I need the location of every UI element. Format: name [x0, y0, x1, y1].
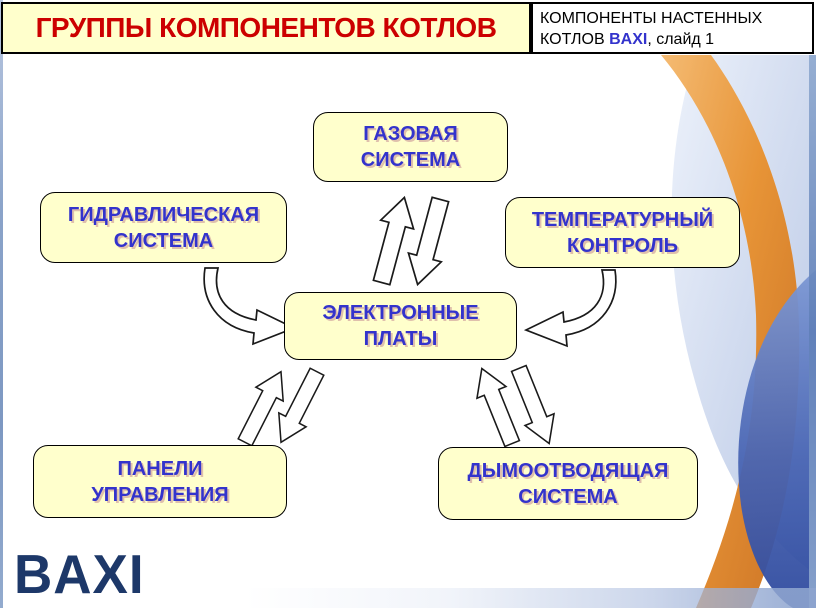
node-temperature-line2: КОНТРОЛЬ	[567, 234, 678, 257]
double-arrow-flue-electronics-icon	[475, 364, 556, 448]
note-line-1: КОМПОНЕНТЫ НАСТЕННЫХ	[540, 10, 763, 27]
node-gas-system: ГАЗОВАЯ СИСТЕМА	[313, 112, 508, 182]
node-electronic-boards: ЭЛЕКТРОННЫЕ ПЛАТЫ	[284, 292, 517, 360]
node-panels-line1: ПАНЕЛИ	[117, 457, 203, 480]
slide-title: ГРУППЫ КОМПОНЕНТОВ КОТЛОВ	[35, 12, 497, 43]
node-gas-line1: ГАЗОВАЯ	[363, 123, 458, 145]
node-temperature-control: ТЕМПЕРАТУРНЫЙ КОНТРОЛЬ	[505, 197, 740, 268]
slide-title-box: ГРУППЫ КОМПОНЕНТОВ КОТЛОВ	[1, 2, 531, 54]
node-panels-line2: УПРАВЛЕНИЯ	[91, 483, 229, 506]
curved-arrow-hydraulic-electronics-icon	[203, 267, 297, 346]
curved-arrow-temperature-electronics-icon	[523, 269, 617, 348]
node-hydraulic-line2: СИСТЕМА	[113, 229, 214, 252]
node-hydraulic-system: ГИДРАВЛИЧЕСКАЯ СИСТЕМА	[40, 192, 287, 263]
bottom-gradient-band	[0, 588, 816, 608]
node-electronics-line2: ПЛАТЫ	[363, 328, 438, 350]
double-arrow-gas-electronics-icon	[372, 195, 450, 287]
node-gas-line2: СИСТЕМА	[360, 149, 461, 171]
decoration-right-edge-strip	[809, 55, 816, 608]
double-arrow-panels-electronics-icon	[237, 367, 325, 447]
note-suffix: , слайд 1	[647, 31, 715, 48]
note-line2-prefix: КОТЛОВ	[540, 31, 610, 48]
baxi-logo: BAXI	[14, 544, 145, 606]
node-flue-line2: СИСТЕМА	[518, 485, 618, 508]
node-temperature-line1: ТЕМПЕРАТУРНЫЙ	[531, 208, 714, 231]
node-flue-system: ДЫМООТВОДЯЩАЯ СИСТЕМА	[438, 447, 698, 520]
node-control-panels: ПАНЕЛИ УПРАВЛЕНИЯ	[33, 445, 287, 518]
node-flue-line1: ДЫМООТВОДЯЩАЯ	[467, 459, 669, 482]
decoration-blue-crescent	[738, 270, 816, 608]
node-hydraulic-line1: ГИДРАВЛИЧЕСКАЯ	[67, 203, 260, 226]
node-electronics-line1: ЭЛЕКТРОННЫЕ	[322, 302, 479, 324]
note-brand: BAXI	[609, 31, 648, 48]
slide-note-box: КОМПОНЕНТЫ НАСТЕННЫХ КОТЛОВ BAXI, слайд …	[531, 2, 814, 54]
left-accent-line	[0, 0, 3, 608]
right-decoration-graphic	[661, 55, 816, 608]
note-line-2: КОТЛОВ BAXI, слайд 1	[540, 29, 812, 50]
